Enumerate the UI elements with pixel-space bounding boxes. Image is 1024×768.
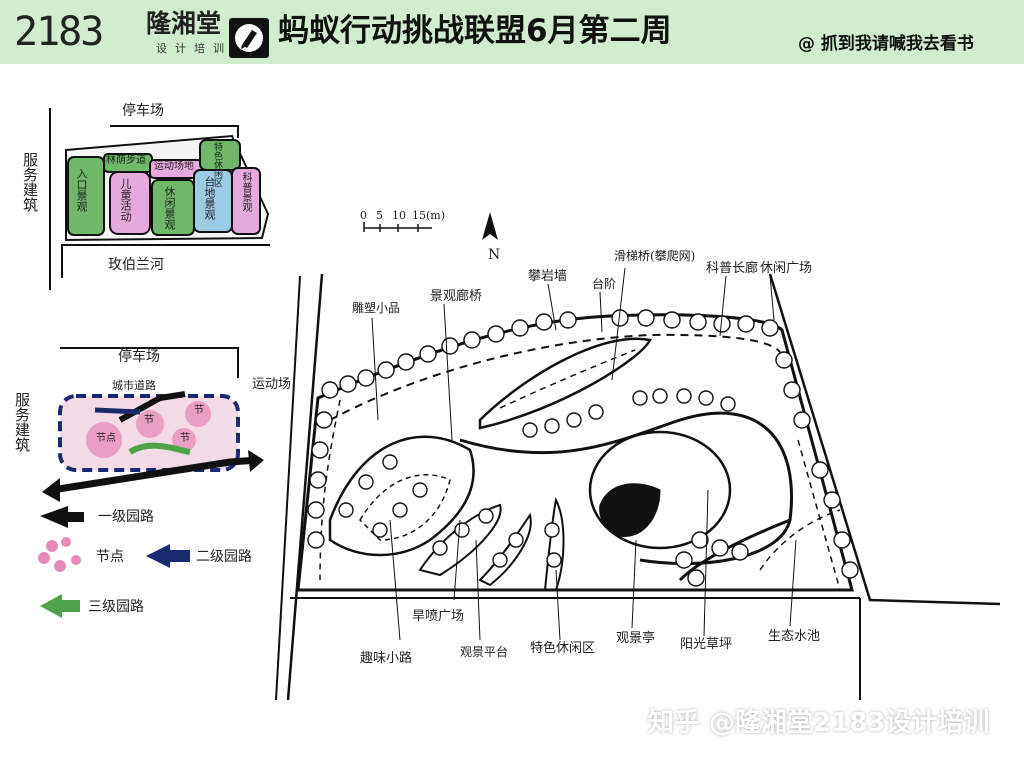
plan-label-pavilion: 观景亭 — [616, 631, 656, 646]
legend-tertiary-arrow-icon — [40, 594, 80, 618]
master-plan — [275, 267, 1001, 701]
plan-label-climbing: 攀岩墙 — [528, 269, 568, 284]
brand-subtitle: 设计培训 — [156, 42, 232, 55]
scale-tick-0: 0 — [360, 209, 367, 222]
plan-label-corridor: 景观廊桥 — [430, 289, 483, 304]
sketch-canvas — [38, 108, 1001, 701]
north-label: N — [488, 247, 501, 263]
circulation-top-label: 停车场 — [118, 349, 160, 365]
scale-tick-5: 5 — [376, 209, 383, 222]
node-label-3: 节 — [194, 405, 204, 416]
legend — [38, 506, 190, 618]
plan-label-steps: 台阶 — [592, 277, 617, 291]
zone-entrance — [67, 156, 105, 236]
zone-label-feature: 特色休闲区 — [212, 142, 222, 187]
legend-secondary-label: 二级园路 — [196, 549, 252, 565]
node-label-4: 节 — [180, 433, 190, 444]
node-label-2: 节 — [144, 415, 154, 426]
zone-label-path: 林荫步道 — [106, 155, 146, 166]
zone-label-entrance: 入口景观 — [75, 168, 88, 212]
plan-label-slide: 滑梯桥(攀爬网) — [614, 249, 696, 263]
zone-science — [231, 167, 261, 235]
plan-label-plaza: 休闲广场 — [760, 261, 813, 276]
leader-lines — [371, 267, 797, 641]
plan-label-pond: 生态水池 — [768, 629, 821, 644]
scale-tick-15: 15(m) — [412, 209, 446, 222]
plan-label-fountain: 旱喷广场 — [412, 609, 465, 624]
circulation-diagram — [42, 347, 264, 502]
legend-primary-label: 一级园路 — [98, 509, 154, 525]
pen-logo-icon — [229, 18, 269, 58]
scale-tick-10: 10 — [392, 209, 406, 222]
plan-label-sculpture: 雕塑小品 — [352, 301, 401, 315]
north-arrow-icon — [482, 212, 498, 240]
circulation-right-label: 运动场 — [252, 377, 292, 392]
plan-label-lawn: 阳光草坪 — [680, 637, 733, 652]
watermark: 知乎 @隆湘堂2183设计培训 — [648, 708, 990, 738]
legend-tertiary-label: 三级园路 — [88, 599, 144, 615]
zone-children — [109, 171, 151, 235]
brand-number: 2183 — [14, 9, 104, 55]
plan-label-fun-path: 趣味小路 — [360, 651, 413, 666]
plan-label-platform: 观景平台 — [460, 645, 509, 659]
legend-secondary-arrow-icon — [146, 544, 190, 568]
zone-label-leisure: 休闲景观 — [163, 186, 176, 230]
function-bottom-label: 玫伯兰河 — [108, 257, 164, 273]
plan-label-science: 科普长廊 — [706, 261, 759, 276]
header-bar: 2183 隆湘堂 设计培训 蚂蚁行动挑战联盟6月第二周 @ 抓到我请喊我去看书 — [0, 0, 1024, 64]
function-zoning-diagram — [49, 108, 270, 290]
scale-bar — [363, 222, 432, 232]
plan-label-feature-rest: 特色休闲区 — [530, 641, 596, 656]
zone-top-right — [199, 139, 241, 171]
circulation-side-label: 服务建筑 — [13, 392, 31, 452]
zone-label-children: 儿童活动 — [119, 178, 132, 222]
zone-label-sport: 运动场地 — [154, 161, 194, 172]
function-side-label: 服务建筑 — [21, 152, 39, 212]
tree-canopy-row — [307, 309, 859, 587]
function-top-label: 停车场 — [122, 103, 164, 119]
page-title: 蚂蚁行动挑战联盟6月第二周 — [278, 13, 672, 49]
circulation-inner-label: 城市道路 — [112, 379, 156, 392]
node-label-1: 节点 — [96, 433, 116, 444]
brand-name: 隆湘堂 — [146, 9, 222, 38]
header-mention: @ 抓到我请喊我去看书 — [798, 34, 974, 54]
zone-label-science: 科普景观 — [240, 172, 251, 212]
legend-primary-arrow-icon — [40, 506, 84, 528]
zone-label-terrace: 台地景观 — [203, 176, 216, 220]
legend-node-label: 节点 — [96, 549, 124, 565]
